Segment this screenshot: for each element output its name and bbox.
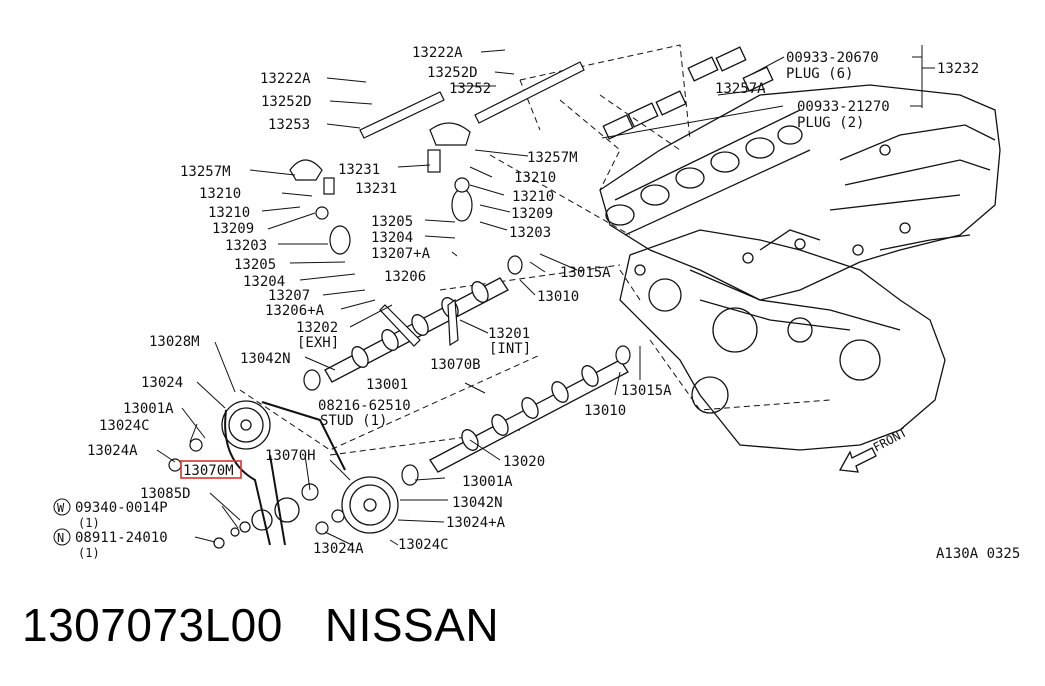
sprockets (221, 400, 399, 534)
part-label: 13252D (261, 94, 312, 110)
circled-n-icon (53, 528, 71, 546)
highlight-box (180, 460, 242, 479)
part-label: 13042N (240, 351, 291, 367)
figure-code: A130A 0325 (936, 546, 1020, 562)
caption: 1307073L00 NISSAN (22, 598, 541, 652)
engine-block-drawing (599, 46, 1001, 451)
part-label: 13209 (212, 221, 254, 237)
part-label: 13204 (243, 274, 285, 290)
part-label: 13205 (234, 257, 276, 273)
camshaft-int (429, 359, 629, 473)
part-label: 13024+A (446, 515, 506, 531)
part-label: 13028M (149, 334, 200, 350)
part-label: 13024C (398, 537, 449, 553)
circled-qty: (1) (78, 516, 100, 530)
part-label: 13210 (512, 189, 554, 205)
part-label: 13232 (937, 61, 979, 77)
plug-part-number: 00933-20670 (786, 50, 879, 66)
part-label: 13210 (208, 205, 250, 221)
part-label: 13257M (527, 150, 578, 166)
part-label: 13204 (371, 230, 413, 246)
part-label: 13209 (511, 206, 553, 222)
part-label: 13024 (141, 375, 183, 391)
part-label: 13206 (384, 269, 426, 285)
circled-symbol: W (57, 501, 65, 515)
plug-callouts: 00933-20670 PLUG (6) 00933-21270 PLUG (2… (786, 50, 890, 131)
valve-parts (168, 122, 631, 549)
part-label: 13210 (514, 170, 556, 186)
part-label: 13231 (338, 162, 380, 178)
part-label: 13207 (268, 288, 310, 304)
part-label: [EXH] (297, 335, 339, 351)
part-label: 13205 (371, 214, 413, 230)
part-labels: 13222A 13222A 13252D 13252D 13252 13253 … (87, 45, 979, 557)
part-label: 13024C (99, 418, 150, 434)
part-label: 13252D (427, 65, 478, 81)
part-label: 13001A (462, 474, 513, 490)
dashed-guides (239, 44, 831, 456)
part-label: 13010 (537, 289, 579, 305)
part-label: 13257M (180, 164, 231, 180)
part-label: 13201 (488, 326, 530, 342)
plug-part-number: 00933-21270 (797, 99, 890, 115)
circled-symbol: N (57, 531, 64, 545)
part-label: 13070B (430, 357, 481, 373)
part-label: 13001 (366, 377, 408, 393)
part-label: 13222A (412, 45, 463, 61)
part-label: 13231 (355, 181, 397, 197)
front-label: FRONT (871, 425, 909, 454)
part-label: 13010 (584, 403, 626, 419)
part-label: 13207+A (371, 246, 431, 262)
camshaft-exh (324, 277, 509, 383)
part-label: 13042N (452, 495, 503, 511)
part-label: 13001A (123, 401, 174, 417)
circled-part-number: 09340-0014P (75, 500, 168, 516)
part-label: 13024A (87, 443, 138, 459)
circled-items: W 09340-0014P (1) N 08911-24010 (1) (53, 498, 168, 560)
part-label: 13206+A (265, 303, 325, 319)
plug-description: PLUG (2) (797, 115, 864, 131)
stud-part-number: 08216-62510 (318, 398, 411, 414)
part-label-highlighted: 13070M (183, 463, 234, 479)
part-label: 13222A (260, 71, 311, 87)
stud-description: STUD (1) (320, 413, 387, 429)
part-label: 13253 (268, 117, 310, 133)
caption-part-number: 1307073L00 (22, 599, 283, 651)
plug-description: PLUG (6) (786, 66, 853, 82)
part-label: 13015A (560, 265, 611, 281)
part-label: [INT] (489, 341, 531, 357)
part-label: 13210 (199, 186, 241, 202)
part-label: 13203 (509, 225, 551, 241)
timing-belt (224, 401, 346, 546)
circled-part-number: 08911-24010 (75, 530, 168, 546)
part-label: 13020 (503, 454, 545, 470)
part-label: 13202 (296, 320, 338, 336)
part-label: 13015A (621, 383, 672, 399)
circled-w-icon (53, 498, 71, 516)
stud-callout: 08216-62510 STUD (1) (318, 398, 411, 429)
caption-brand: NISSAN (324, 599, 500, 651)
part-label: 13070H (265, 448, 316, 464)
part-label: 13203 (225, 238, 267, 254)
part-label: 13252 (449, 81, 491, 97)
part-label: 13257A (715, 81, 766, 97)
leader-lines (156, 45, 935, 546)
part-label: 13085D (140, 486, 191, 502)
front-arrow (838, 447, 877, 473)
circled-qty: (1) (78, 546, 100, 560)
rocker-shafts (359, 61, 585, 139)
part-label: 13024A (313, 541, 364, 557)
